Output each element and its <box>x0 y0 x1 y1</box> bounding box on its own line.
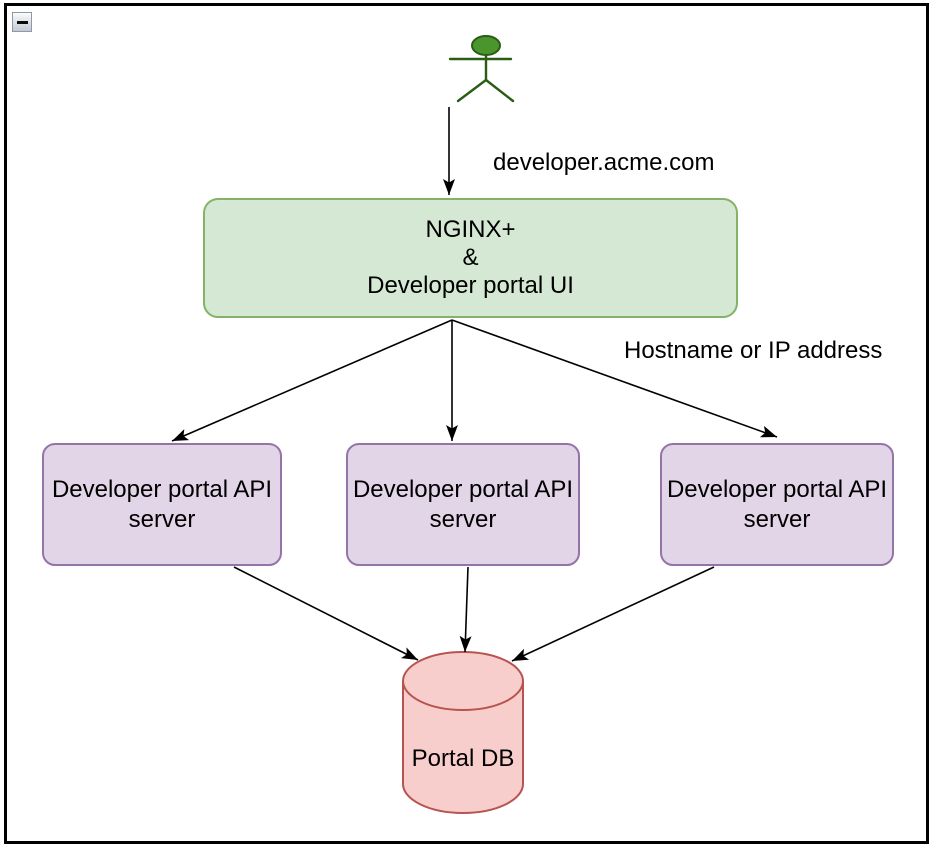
actor-icon[interactable] <box>448 35 515 103</box>
database-cylinder[interactable] <box>402 651 524 814</box>
collapse-icon <box>16 20 28 24</box>
edge-gateway-to-server-3[interactable] <box>451 319 778 438</box>
node-api-server-2[interactable]: Developer portal API server <box>346 443 580 566</box>
edge-server-1-to-db[interactable] <box>233 566 419 661</box>
database-label: Portal DB <box>411 745 515 772</box>
edge-server-3-to-db[interactable] <box>511 566 715 662</box>
node-api-server-1[interactable]: Developer portal API server <box>42 443 282 566</box>
node-api-server-3[interactable]: Developer portal API server <box>660 443 894 566</box>
edge-server-2-to-db[interactable] <box>459 566 472 653</box>
api-server-label: Developer portal API server <box>352 475 574 533</box>
gateway-label-line-1: NGINX+ <box>425 216 516 243</box>
node-nginx-gateway[interactable]: NGINX+ & Developer portal UI <box>203 198 738 318</box>
api-server-label: Developer portal API server <box>51 475 273 533</box>
gateway-label-line-3: Developer portal UI <box>367 272 574 299</box>
gateway-label-line-2: & <box>462 244 479 271</box>
collapse-group-button[interactable] <box>12 12 32 32</box>
edge-label-developer-url: developer.acme.com <box>493 149 715 176</box>
api-server-label: Developer portal API server <box>666 475 888 533</box>
edge-gateway-to-server-1[interactable] <box>171 319 453 442</box>
edge-label-hostname-or-ip: Hostname or IP address <box>624 337 883 364</box>
